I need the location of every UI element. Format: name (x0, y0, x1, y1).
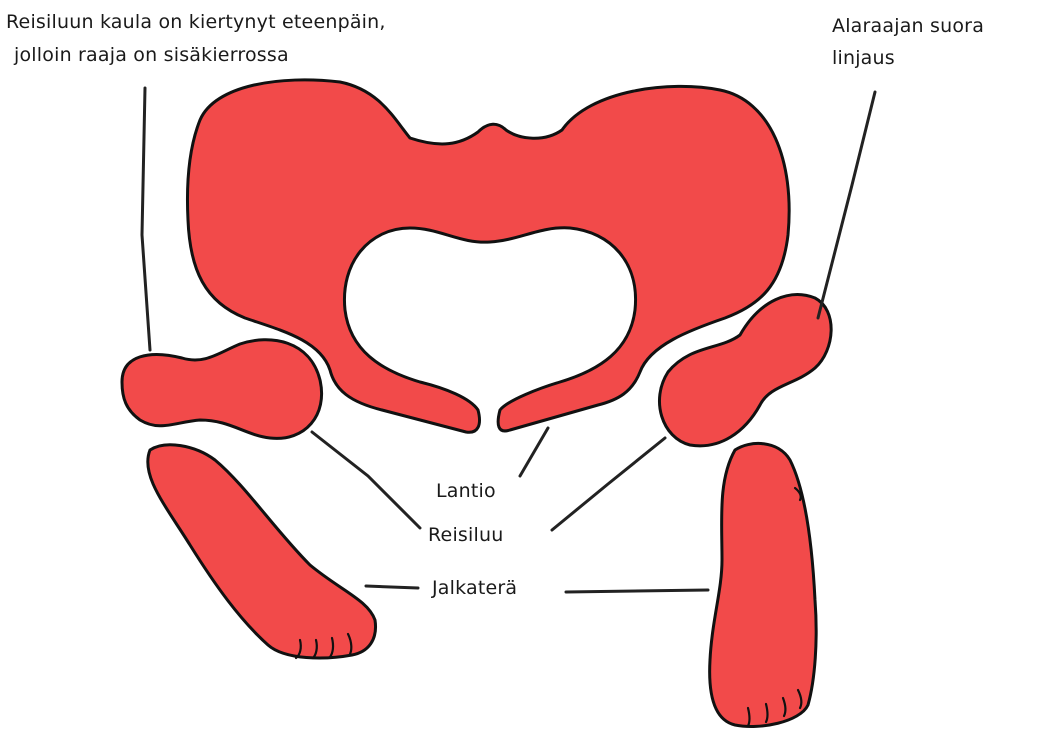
leader-femur-right (552, 438, 665, 530)
leader-rotated-neck (142, 88, 150, 350)
label-rotated-neck-line2: jolloin raaja on sisäkierrossa (14, 43, 289, 67)
right-foot-shape (710, 443, 817, 726)
leader-pelvis (520, 428, 548, 476)
leader-straight-alignment (818, 92, 875, 318)
leader-femur-left (312, 432, 420, 528)
label-pelvis: Lantio (436, 479, 496, 503)
label-straight-alignment-line2: linjaus (832, 46, 895, 70)
label-straight-alignment-line1: Alaraajan suora (832, 14, 984, 38)
left-foot-shape (148, 445, 376, 658)
leader-foot-left (366, 586, 418, 588)
left-femur-shape (122, 340, 322, 439)
label-femur: Reisiluu (428, 523, 503, 547)
label-foot: Jalkaterä (432, 576, 517, 600)
leader-foot-right (566, 590, 708, 592)
label-rotated-neck-line1: Reisiluun kaula on kiertynyt eteenpäin, (6, 10, 386, 34)
